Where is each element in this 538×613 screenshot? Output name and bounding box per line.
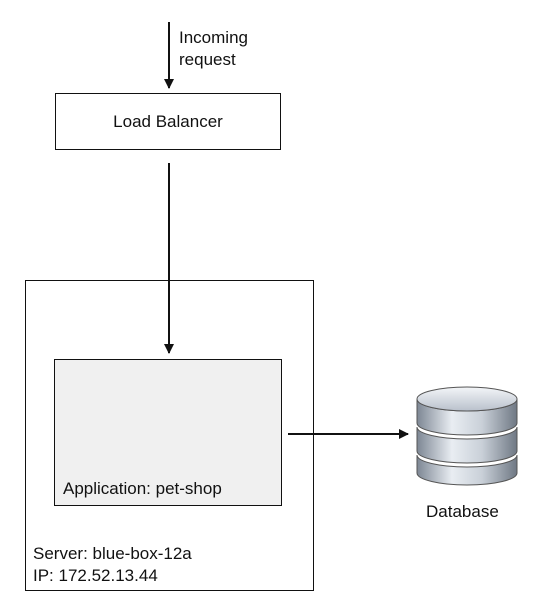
incoming-line-2: request — [179, 50, 236, 69]
server-ip: IP: 172.52.13.44 — [33, 566, 158, 585]
server-name: Server: blue-box-12a — [33, 544, 192, 563]
incoming-request-label: Incoming request — [179, 27, 289, 71]
server-box — [25, 280, 314, 591]
database-icon — [416, 386, 518, 486]
application-label: Application: pet-shop — [63, 479, 222, 498]
database-label: Database — [426, 502, 499, 521]
load-balancer-label: Load Balancer — [113, 111, 223, 131]
incoming-line-1: Incoming — [179, 28, 248, 47]
application-box — [54, 359, 282, 506]
server-info: Server: blue-box-12a IP: 172.52.13.44 — [33, 543, 192, 587]
load-balancer-box: Load Balancer — [55, 93, 281, 150]
